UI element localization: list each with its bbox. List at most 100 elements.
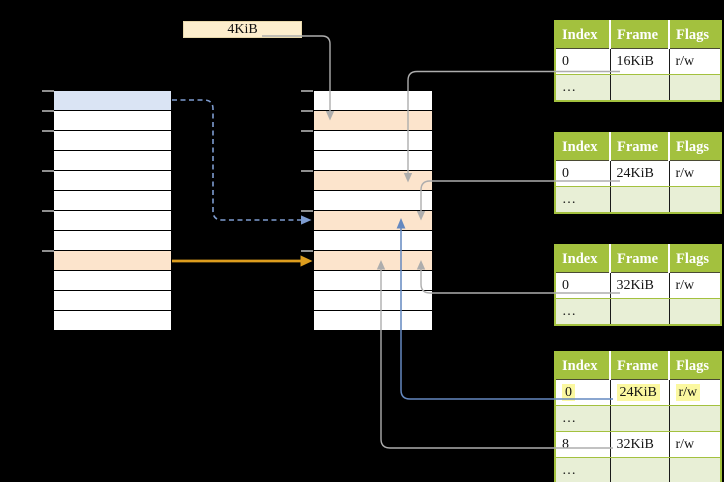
virtual-cell-11	[54, 311, 171, 330]
arrowhead-right-orange	[300, 255, 313, 267]
physical-cell-8	[314, 251, 432, 271]
virtual-cell-2	[54, 131, 171, 151]
cell-index: …	[555, 457, 611, 482]
tick-mark	[301, 250, 313, 252]
virtual-cell-3	[54, 151, 171, 171]
tick-mark	[42, 250, 54, 252]
tick-mark	[42, 210, 54, 212]
physical-cell-3	[314, 151, 432, 171]
cell-index: …	[555, 298, 611, 326]
cell-flags: r/w	[669, 48, 721, 75]
virtual-cell-6	[54, 211, 171, 231]
cell-flags	[669, 457, 721, 482]
table-row: 0 24KiB r/w	[555, 379, 721, 406]
table-row: …	[555, 298, 721, 326]
column-header: Frame	[610, 352, 670, 380]
cell-flags: r/w	[669, 272, 721, 299]
cell-index: 0	[555, 272, 611, 299]
virtual-cell-4	[54, 171, 171, 191]
tick-mark	[301, 130, 313, 132]
column-header: Frame	[610, 133, 670, 161]
physical-cell-10	[314, 291, 432, 311]
cell-flags	[669, 298, 721, 326]
physical-cell-2	[314, 131, 432, 151]
cell-frame: 32KiB	[610, 431, 670, 458]
column-header: Index	[555, 352, 611, 380]
cell-frame	[610, 405, 670, 432]
highlighted-value: r/w	[675, 383, 701, 401]
column-header: Flags	[669, 352, 721, 380]
virtual-cell-9	[54, 271, 171, 291]
physical-cell-6	[314, 211, 432, 231]
column-header: Index	[555, 133, 611, 161]
cell-frame	[610, 186, 670, 214]
column-header: Frame	[610, 21, 670, 49]
highlighted-value: 24KiB	[616, 383, 660, 401]
column-header: Frame	[610, 245, 670, 273]
tick-mark	[301, 210, 313, 212]
virtual-cell-1	[54, 111, 171, 131]
cell-frame: 16KiB	[610, 48, 670, 75]
physical-cell-11	[314, 311, 432, 330]
cell-index: …	[555, 405, 611, 432]
physical-cell-4	[314, 171, 432, 191]
cell-frame	[610, 298, 670, 326]
tick-mark	[301, 110, 313, 112]
tick-mark	[42, 90, 54, 92]
tick-mark	[301, 90, 313, 92]
cell-frame: 24KiB	[610, 379, 670, 406]
cell-flags	[669, 186, 721, 214]
virtual-cell-10	[54, 291, 171, 311]
cell-index: …	[555, 74, 611, 102]
table-row: …	[555, 74, 721, 102]
cell-frame: 32KiB	[610, 272, 670, 299]
tick-mark	[301, 170, 313, 172]
cell-index: 0	[555, 160, 611, 187]
column-header: Flags	[669, 21, 721, 49]
highlighted-value: 0	[562, 383, 575, 401]
table-row: …	[555, 457, 721, 482]
cell-index: …	[555, 186, 611, 214]
table-row: …	[555, 405, 721, 432]
column-header: Flags	[669, 245, 721, 273]
column-header: Flags	[669, 133, 721, 161]
tick-mark	[42, 110, 54, 112]
virtual-cell-0	[54, 91, 171, 111]
physical-cell-1	[314, 111, 432, 131]
physical-memory-column	[313, 90, 433, 331]
cell-index: 0	[555, 379, 611, 406]
cell-flags: r/w	[669, 160, 721, 187]
arrowhead-right-dashed	[301, 215, 312, 225]
tick-mark	[42, 130, 54, 132]
physical-cell-7	[314, 231, 432, 251]
cell-index: 0	[555, 48, 611, 75]
virtual-cell-5	[54, 191, 171, 211]
physical-cell-9	[314, 271, 432, 291]
tick-mark	[42, 170, 54, 172]
cell-flags	[669, 74, 721, 102]
cell-flags: r/w	[669, 379, 721, 406]
virtual-cell-7	[54, 231, 171, 251]
connector-virtual-to-frame-dashed	[172, 99, 301, 221]
virtual-cell-8	[54, 251, 171, 271]
cell-frame	[610, 457, 670, 482]
column-header: Index	[555, 21, 611, 49]
table-row: …	[555, 186, 721, 214]
cell-frame	[610, 74, 670, 102]
physical-cell-5	[314, 191, 432, 211]
cell-index: 8	[555, 431, 611, 458]
physical-cell-0	[314, 91, 432, 111]
cell-flags: r/w	[669, 431, 721, 458]
